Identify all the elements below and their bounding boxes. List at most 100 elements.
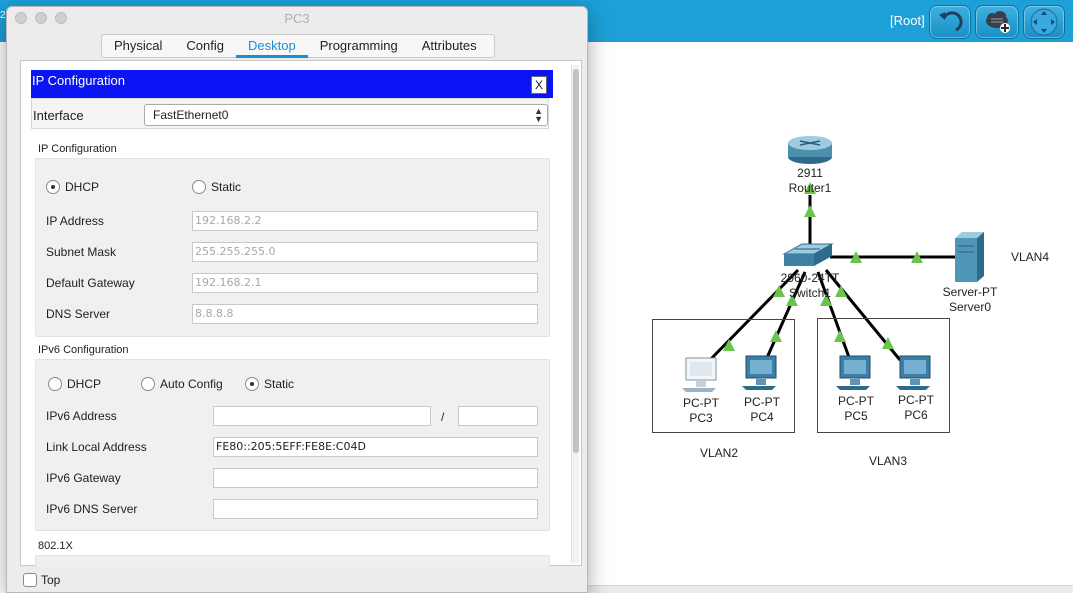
window-bottom-bar: Top xyxy=(7,568,587,592)
ipv6-static-label: Static xyxy=(264,377,295,391)
pc-icon xyxy=(682,357,717,392)
window-zoom-icon[interactable] xyxy=(55,12,67,24)
radio-selected-icon xyxy=(46,180,60,194)
ipv4-dhcp-radio[interactable]: DHCP xyxy=(46,180,99,194)
subnet-mask-field[interactable]: 255.255.255.0 xyxy=(192,242,538,262)
router-name: Router1 xyxy=(788,181,832,195)
back-arrow-icon xyxy=(939,11,963,32)
tab-config[interactable]: Config xyxy=(186,38,224,53)
ipv6-address-field[interactable] xyxy=(213,406,431,426)
ipv6-prefix-field[interactable] xyxy=(458,406,538,426)
ipv6-dhcp-radio[interactable]: DHCP xyxy=(48,377,101,391)
pc3-name: PC3 xyxy=(689,411,713,425)
ipv4-static-radio[interactable]: Static xyxy=(192,180,241,194)
link-local-label: Link Local Address xyxy=(46,440,147,454)
pc-icon xyxy=(836,355,871,390)
vertical-scrollbar[interactable] xyxy=(571,65,579,563)
pc-icon xyxy=(896,355,931,390)
dot1x-panel xyxy=(35,555,550,567)
dns-server-field[interactable]: 8.8.8.8 xyxy=(192,304,538,324)
pc3-model: PC-PT xyxy=(683,396,719,410)
server-model: Server-PT xyxy=(942,285,998,299)
pan-arrows-icon xyxy=(1030,8,1058,36)
ipv4-dhcp-label: DHCP xyxy=(65,180,100,194)
link-switch-pc3 xyxy=(703,268,800,367)
pc6-name: PC6 xyxy=(904,408,928,422)
ip-config-titlebar: IP Configuration X xyxy=(31,70,553,98)
ipv6-autoconfig-radio[interactable]: Auto Config xyxy=(141,377,223,391)
ipv6-static-radio[interactable]: Static xyxy=(245,377,294,391)
window-minimize-icon[interactable] xyxy=(35,12,47,24)
tab-desktop[interactable]: Desktop xyxy=(236,35,308,58)
root-label[interactable]: [Root] xyxy=(890,13,925,28)
link-local-field[interactable]: FE80::205:5EFF:FE8E:C04D xyxy=(213,437,538,457)
desktop-content: IP Configuration X Interface FastEtherne… xyxy=(20,60,582,567)
switch-icon xyxy=(782,243,834,266)
pc3-window: PC3 Physical Config Desktop Programming … xyxy=(6,6,588,593)
prefix-separator: / xyxy=(441,410,445,424)
ipv6-dhcp-label: DHCP xyxy=(67,377,102,391)
ipv6-gateway-label: IPv6 Gateway xyxy=(46,471,121,485)
left-edge-text: 2 xyxy=(0,10,6,21)
radio-unselected-icon xyxy=(192,180,206,194)
link-up-marker xyxy=(850,251,862,263)
link-up-marker xyxy=(911,251,923,263)
ipv4-section-title: IP Configuration xyxy=(38,143,117,155)
tab-physical[interactable]: Physical xyxy=(114,38,163,53)
link-up-marker xyxy=(804,205,816,217)
pc-icon xyxy=(742,355,777,390)
window-close-icon[interactable] xyxy=(15,12,27,24)
ipv6-gateway-field[interactable] xyxy=(213,468,538,488)
cloud-add-icon xyxy=(986,11,1010,33)
router-icon xyxy=(788,136,832,164)
scrollbar-thumb[interactable] xyxy=(573,69,579,453)
pc5-model: PC-PT xyxy=(838,394,874,408)
ipv6-address-label: IPv6 Address xyxy=(46,409,117,423)
dns-server-label: DNS Server xyxy=(46,307,111,321)
ip-config-close-button[interactable]: X xyxy=(531,76,547,94)
switch-model: 2960-24TT xyxy=(780,271,840,285)
vlan2-label: VLAN2 xyxy=(699,446,739,460)
ipv6-dns-label: IPv6 DNS Server xyxy=(46,502,138,516)
default-gateway-label: Default Gateway xyxy=(46,276,135,290)
vlan3-area xyxy=(817,318,950,433)
pan-button[interactable] xyxy=(1023,5,1065,39)
dot1x-section-title: 802.1X xyxy=(38,540,73,552)
ip-config-title: IP Configuration xyxy=(32,73,125,88)
updown-caret-icon: ▲▼ xyxy=(534,106,543,124)
top-checkbox[interactable] xyxy=(23,573,37,587)
window-title: PC3 xyxy=(284,11,310,26)
link-switch-pc5 xyxy=(816,271,852,361)
tab-attributes[interactable]: Attributes xyxy=(421,38,477,53)
interface-label: Interface xyxy=(33,108,84,123)
ipv6-section-title: IPv6 Configuration xyxy=(38,344,129,356)
ip-address-label: IP Address xyxy=(46,214,104,228)
interface-value: FastEthernet0 xyxy=(153,108,229,122)
ipv6-dns-field[interactable] xyxy=(213,499,538,519)
link-switch-pc4 xyxy=(764,271,807,361)
interface-row: Interface FastEthernet0 ▲▼ xyxy=(31,98,549,129)
pc5-name: PC5 xyxy=(844,409,868,423)
link-up-marker xyxy=(770,330,782,342)
topology-links xyxy=(682,136,984,392)
server-icon xyxy=(955,232,984,282)
link-up-marker xyxy=(820,294,832,306)
ipv4-static-label: Static xyxy=(211,180,242,194)
tab-programming[interactable]: Programming xyxy=(319,38,398,53)
topology-canvas[interactable] xyxy=(588,42,1073,586)
link-up-marker xyxy=(786,294,798,306)
cloud-add-button[interactable] xyxy=(975,5,1019,39)
interface-select[interactable]: FastEthernet0 ▲▼ xyxy=(144,104,548,126)
radio-selected-icon xyxy=(245,377,259,391)
vlan3-label: VLAN3 xyxy=(868,454,908,468)
canvas-bottom-strip xyxy=(588,585,1073,593)
pc6-model: PC-PT xyxy=(898,393,934,407)
link-up-marker xyxy=(723,339,735,351)
vlan2-area xyxy=(652,319,795,433)
link-up-marker xyxy=(835,285,847,297)
back-button[interactable] xyxy=(929,5,971,39)
pc4-name: PC4 xyxy=(750,410,774,424)
default-gateway-field[interactable]: 192.168.2.1 xyxy=(192,273,538,293)
window-titlebar[interactable]: PC3 xyxy=(7,7,587,29)
ip-address-field[interactable]: 192.168.2.2 xyxy=(192,211,538,231)
